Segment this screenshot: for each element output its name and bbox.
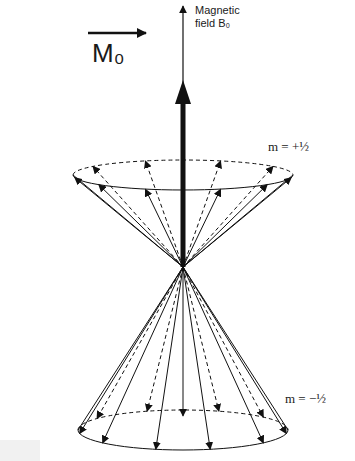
spin-state-label: m = −½ [285, 391, 326, 407]
ellipse-front [78, 430, 288, 450]
magnetization-label: M₀ [92, 38, 124, 68]
leader-arrow [88, 32, 146, 35]
cone-edge [73, 175, 183, 267]
magnetization-head [175, 80, 191, 104]
cone-edge [183, 175, 293, 267]
spin-vectors [80, 267, 287, 449]
down-vector [183, 267, 184, 416]
magnetization-shaft [181, 104, 186, 267]
lower-cone [78, 267, 288, 450]
field-label: Magnetic field B₀ [195, 4, 240, 30]
field-axis [182, 6, 183, 267]
spin-state-label: m = +½ [268, 139, 309, 155]
corner-patch [0, 440, 40, 461]
